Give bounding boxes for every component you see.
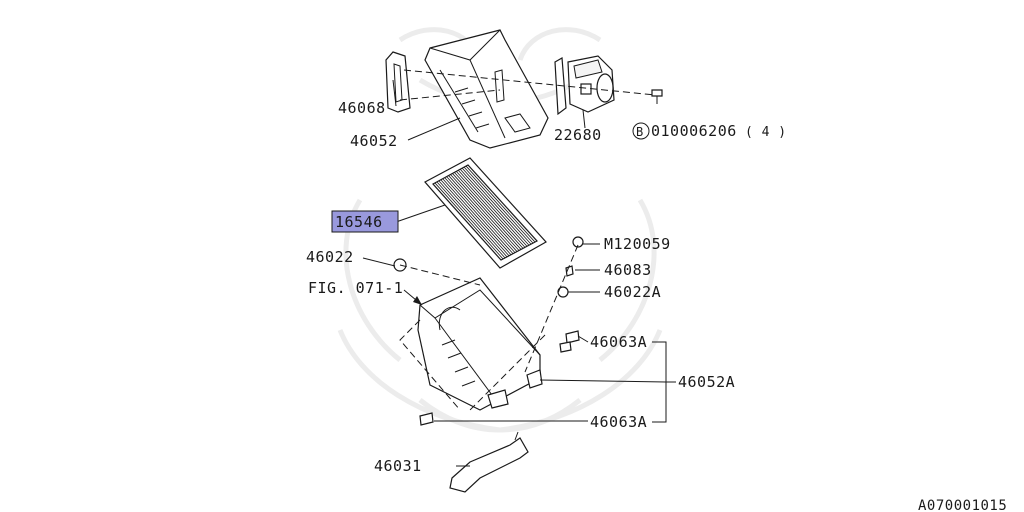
filter-pleat [465,165,536,243]
air-filter-element [424,157,547,269]
filter-pleat [463,166,534,244]
filter-pleat [442,178,512,255]
filter-pleat [440,179,510,257]
label-46063a-bottom: 46063A [590,413,647,431]
filter-pleat [452,173,522,250]
label-bolt-number: 010006206 [651,122,737,140]
label-16546[interactable]: 16546 [335,213,383,231]
bolt-part [651,89,663,104]
label-46052a: 46052A [678,373,735,391]
filter-pleat [459,168,530,246]
highlight-box-16546 [331,210,399,233]
air-flow-meter [554,55,615,116]
label-46083: 46083 [604,261,652,279]
label-46063a-top: 46063A [590,333,647,351]
filter-pleat [436,181,506,259]
filter-pleat [457,170,528,247]
upper-air-cleaner-case [424,29,549,149]
label-46022: 46022 [306,248,354,266]
label-46031: 46031 [374,457,422,475]
bolt-prefix-label: B [636,125,644,139]
filter-pleat [454,172,524,249]
filter-pleat [448,175,518,252]
leader-lines [362,79,676,467]
filter-pleat [434,182,504,260]
filter-pleat [444,177,514,254]
filter-pleat [446,176,516,253]
label-fig-ref[interactable]: FIG. 071-1 [308,279,403,297]
intake-seal [385,51,411,113]
filter-pleat [450,174,520,251]
label-46022a: 46022A [604,283,661,301]
filter-pleat [461,167,532,245]
label-m120059: M120059 [604,235,671,253]
diagram-code: A070001015 [918,498,1007,512]
part-labels: 46068 46052 22680 B 010006206 ( 4 ) 1654… [306,99,1007,512]
bolt-callout: B 010006206 ( 4 ) [632,122,787,140]
label-46052: 46052 [350,132,398,150]
label-bolt-qty: ( 4 ) [745,125,787,140]
label-46068: 46068 [338,99,386,117]
lower-air-cleaner-case [417,277,543,411]
filter-pleat [438,180,508,258]
filter-pleat [456,171,526,248]
bracket-part [449,431,529,493]
label-22680: 22680 [554,126,602,144]
